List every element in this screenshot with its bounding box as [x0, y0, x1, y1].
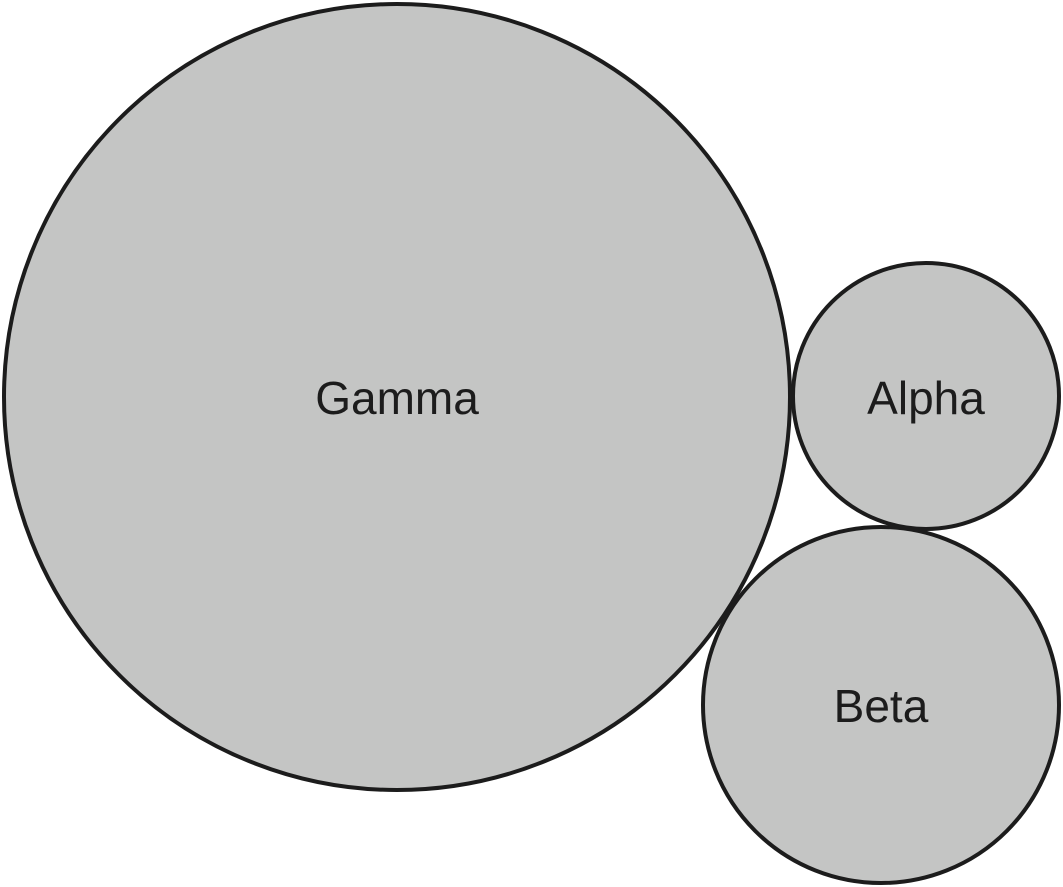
bubble-alpha-label: Alpha — [867, 372, 985, 424]
bubble-beta: Beta — [701, 525, 1061, 885]
bubble-alpha-circle — [791, 261, 1061, 531]
bubble-beta-label: Beta — [834, 680, 929, 732]
bubble-alpha: Alpha — [791, 261, 1061, 531]
bubble-gamma: Gamma — [2, 2, 792, 792]
bubble-gamma-label: Gamma — [315, 372, 479, 424]
bubble-beta-circle — [701, 525, 1061, 885]
bubble-gamma-circle — [2, 2, 792, 792]
